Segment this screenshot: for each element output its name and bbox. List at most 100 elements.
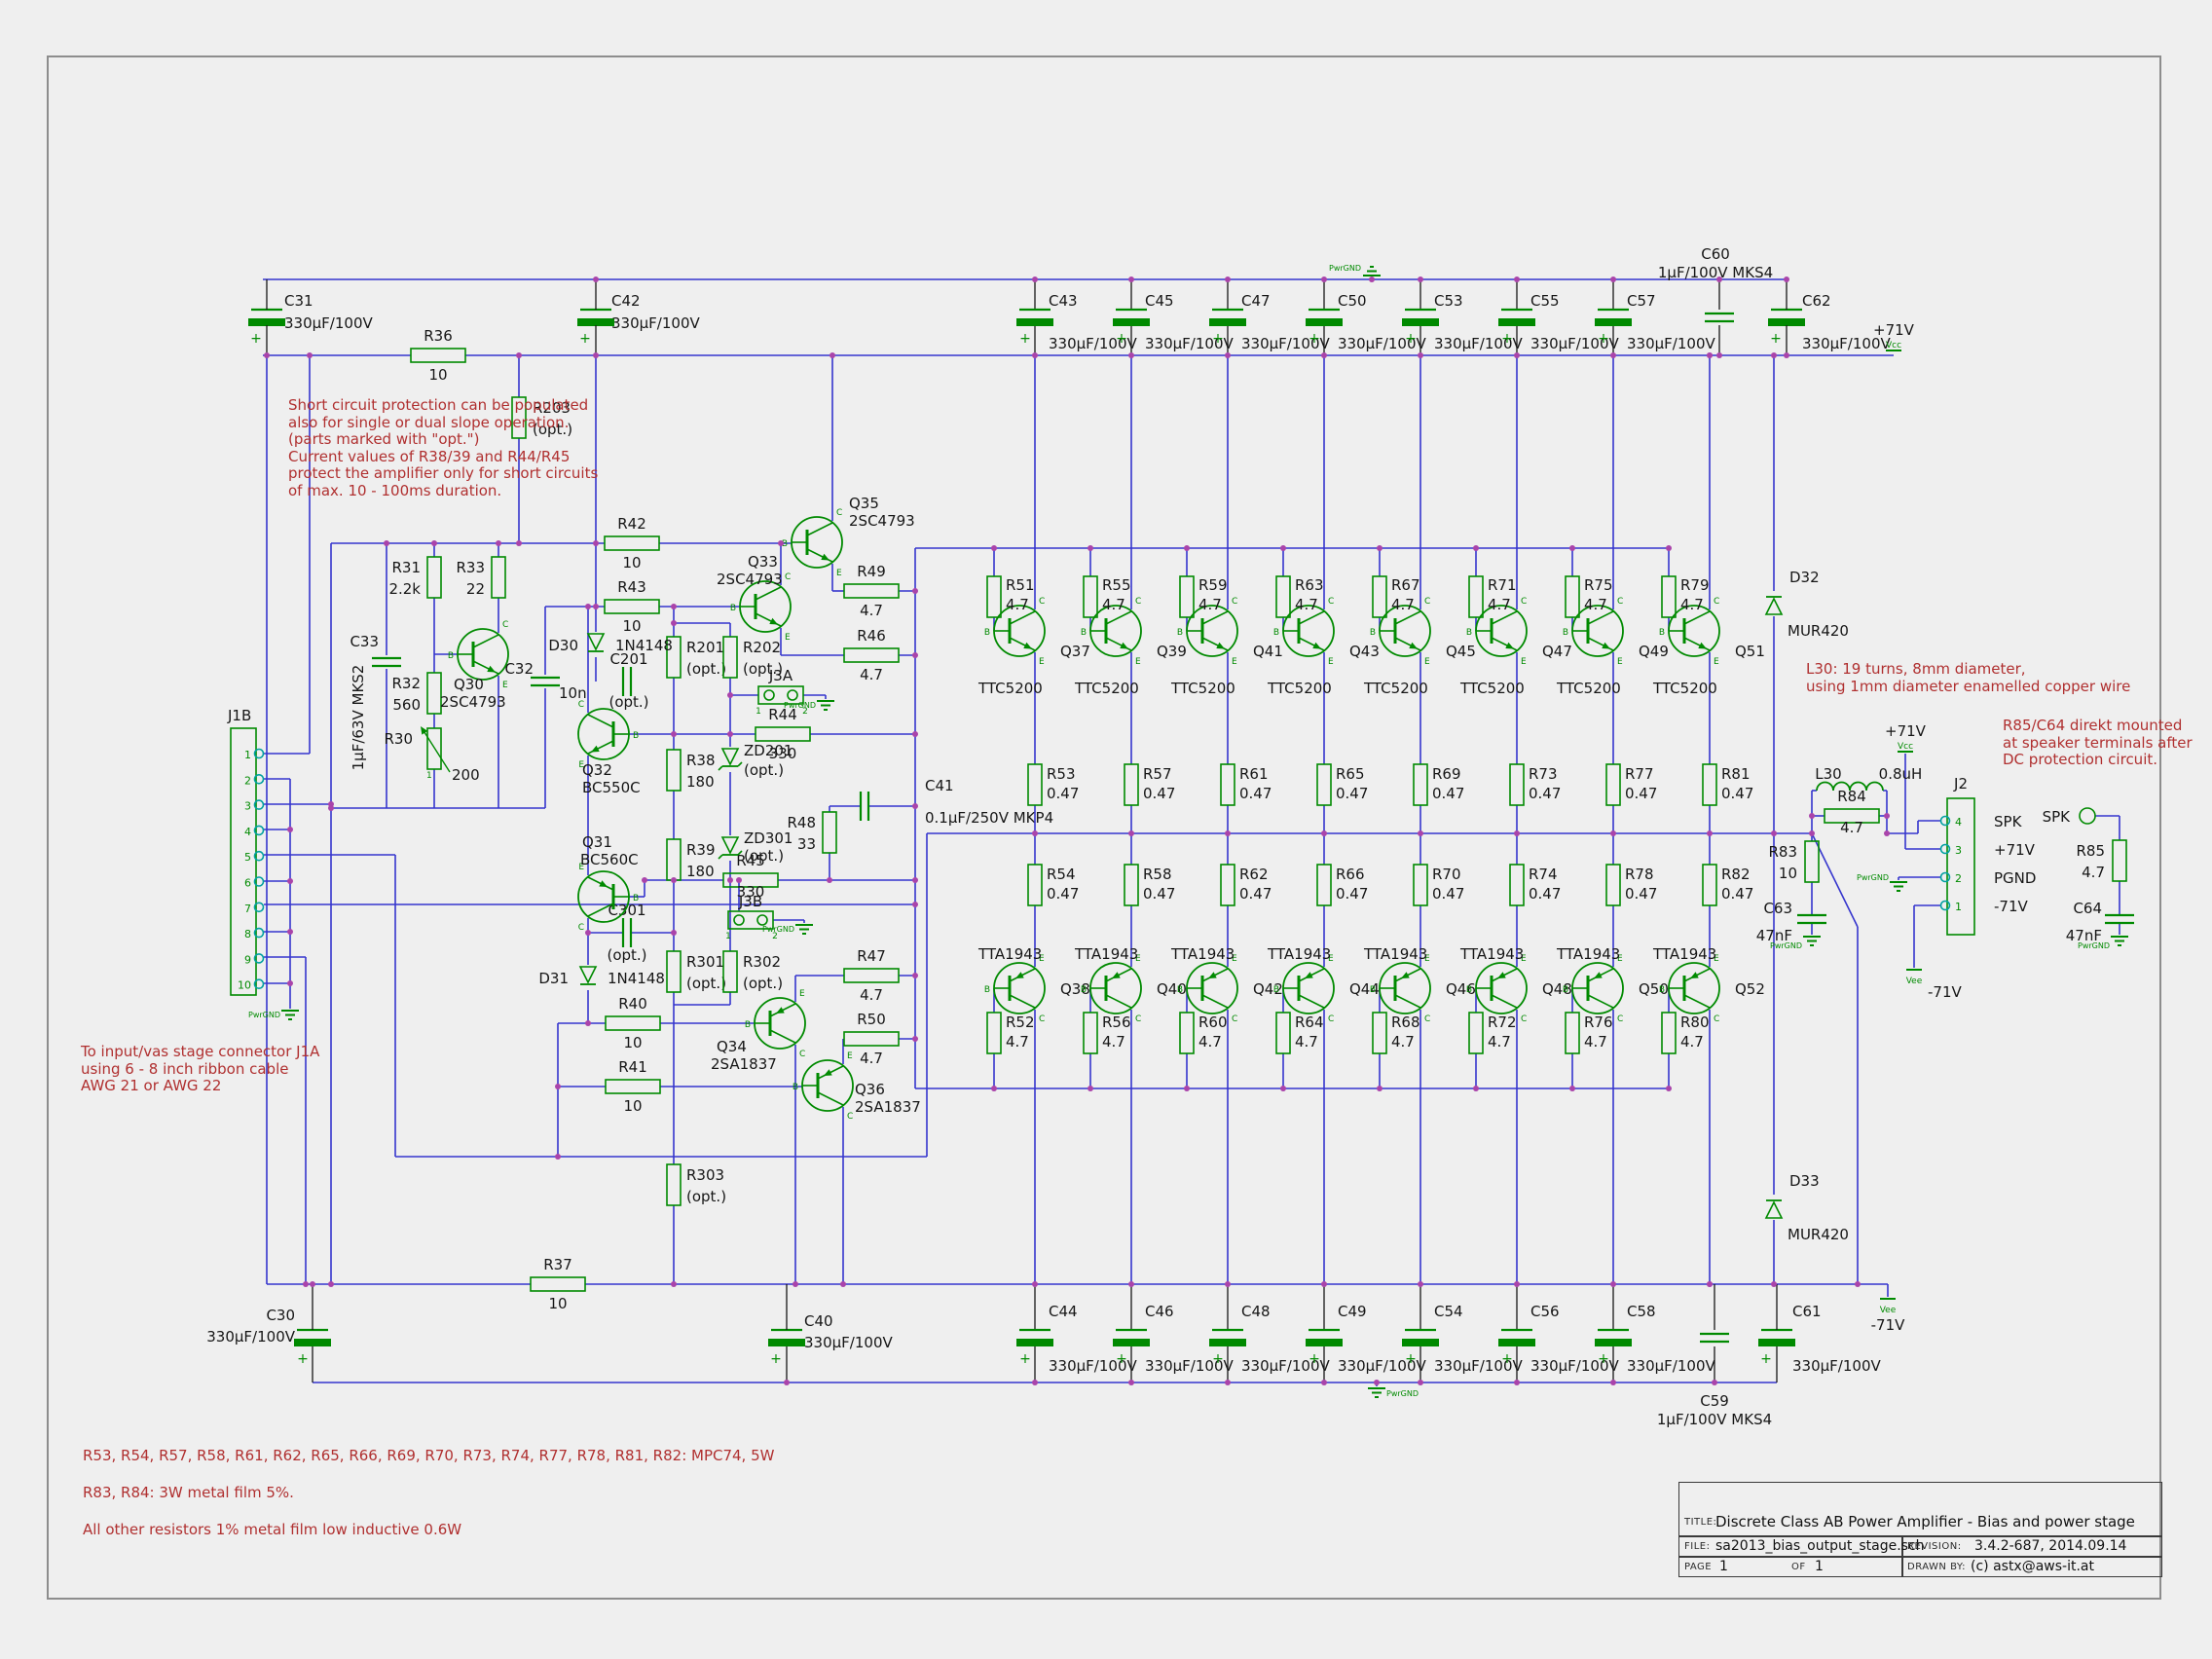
label: TTC5200	[1556, 680, 1621, 697]
pin-letter-E: E	[502, 681, 508, 690]
label: R84	[1837, 788, 1866, 805]
label: C59	[1700, 1392, 1729, 1410]
pin-letter-B: B	[984, 985, 990, 995]
label: R36	[424, 327, 453, 345]
label: Q39	[1157, 643, 1187, 660]
pin-letter-C: C	[1232, 1014, 1237, 1024]
label: R52	[1006, 1014, 1035, 1031]
label: Q43	[1349, 643, 1380, 660]
label: 2SA1837	[711, 1055, 777, 1073]
label: 330µF/100V	[1049, 335, 1137, 352]
label: 330µF/100V	[1627, 335, 1715, 352]
label: Q47	[1542, 643, 1572, 660]
pin-number: 10	[238, 979, 251, 992]
label: 4.7	[1391, 596, 1415, 613]
label: +	[770, 1351, 782, 1367]
label: TTC5200	[1459, 680, 1525, 697]
label: 330µF/100V	[1530, 1357, 1619, 1375]
pin-letter-B: B	[1370, 628, 1376, 638]
resistor-note-1: R53, R54, R57, R58, R61, R62, R65, R66, …	[83, 1447, 775, 1464]
label: 330µF/100V	[1145, 335, 1234, 352]
ground-symbol: PwrGND	[2078, 936, 2128, 950]
pin-label: SPK	[1994, 813, 2023, 830]
label: TTA1943	[1459, 945, 1524, 963]
label: R303	[686, 1166, 724, 1184]
wire-layer	[263, 278, 2120, 1386]
label: +	[1405, 1351, 1417, 1367]
label: R65	[1336, 765, 1365, 783]
label: TTA1943	[1267, 945, 1331, 963]
resistor-R301: R301(opt.)	[666, 950, 726, 993]
label: Q30	[454, 676, 484, 693]
label: (opt.)	[533, 421, 572, 438]
label: BC550C	[582, 779, 641, 796]
pin-letter-C: C	[1039, 1014, 1045, 1024]
label: ZD301	[744, 830, 793, 847]
label: J3B	[738, 893, 762, 910]
label: Q37	[1060, 643, 1090, 660]
label: C201	[609, 650, 647, 668]
label: PwrGND	[248, 1011, 280, 1019]
label: TTC5200	[1267, 680, 1332, 697]
pin-letter-C: C	[1617, 1014, 1623, 1024]
label: Q40	[1157, 980, 1187, 998]
label: 330µF/100V	[284, 314, 373, 332]
label: L30	[1815, 765, 1841, 783]
pin-letter-E: E	[847, 1051, 853, 1061]
label: Q49	[1639, 643, 1669, 660]
page-value: 1	[1719, 1559, 1728, 1574]
voltage-flag: Vee-71V	[1871, 1298, 1905, 1334]
pin-letter-E: E	[1714, 954, 1719, 964]
pin-number: 3	[244, 800, 251, 813]
label: TTC5200	[977, 680, 1043, 697]
label: Q44	[1349, 980, 1380, 998]
label: Q35	[849, 495, 879, 512]
label: Q52	[1735, 980, 1765, 998]
pin-letter-C: C	[1521, 597, 1527, 607]
label: R49	[857, 563, 886, 580]
ground-symbol: PwrGND	[1857, 873, 1907, 892]
label: 0.47	[1239, 885, 1272, 903]
label: (opt.)	[686, 660, 726, 678]
label: 4.7	[1488, 596, 1511, 613]
label: C64	[2073, 900, 2102, 917]
pin-number: 7	[244, 903, 251, 915]
pin-letter-B: B	[1177, 985, 1183, 995]
label: 0.47	[1721, 785, 1753, 802]
label: 0.47	[1432, 885, 1464, 903]
ground-symbol: PwrGND	[1329, 264, 1381, 276]
label: 330µF/100V	[1434, 335, 1523, 352]
label: Vee	[1906, 977, 1923, 986]
pin-letter-E: E	[1232, 954, 1237, 964]
pin-letter-E: E	[1617, 954, 1623, 964]
pin-letter-B: B	[633, 731, 639, 741]
label: 4.7	[860, 1050, 883, 1067]
label: Vcc	[1886, 341, 1901, 350]
